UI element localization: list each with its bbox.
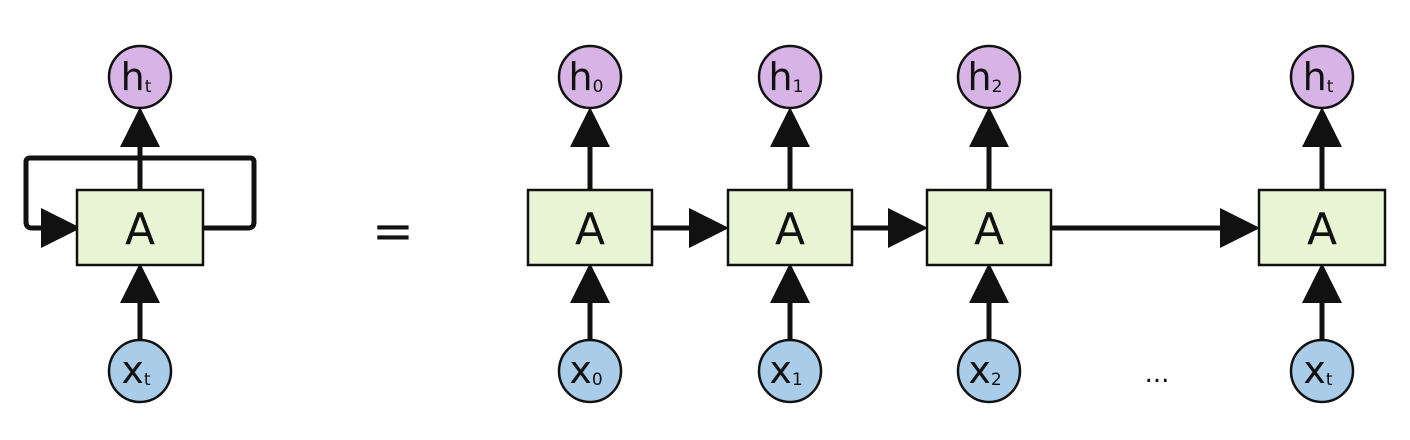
step-0-cell-label: A xyxy=(575,204,605,255)
step-t-output-node xyxy=(1289,44,1355,110)
step-0-input-label: x0 xyxy=(569,348,602,392)
step-1-output-node xyxy=(757,44,823,110)
step-t-output-label: ht xyxy=(1303,55,1334,99)
rolled-input-node xyxy=(107,338,173,404)
rolled-cell-box xyxy=(75,188,205,267)
step-2-cell-box xyxy=(925,188,1053,267)
recurrent-loop-arrow xyxy=(23,155,257,228)
step-1-input-label: x1 xyxy=(769,348,802,392)
step-0-cell-box xyxy=(526,188,654,267)
rolled-output-node xyxy=(107,44,173,110)
step-t: A ht xt xyxy=(1257,44,1387,404)
step-0-output-label: h0 xyxy=(569,55,604,99)
step-1-cell-label: A xyxy=(775,204,805,255)
unrolled-rnn: A h0 x0 A h1 x1 A h2 x2 xyxy=(526,44,1387,404)
equals-sign: = xyxy=(372,202,414,260)
step-0-input-node xyxy=(557,338,623,404)
step-2-output-node xyxy=(956,44,1022,110)
step-t-input-label: xt xyxy=(1303,348,1333,392)
step-2-input-label: x2 xyxy=(968,348,1001,392)
step-2: A h2 x2 xyxy=(925,44,1053,404)
step-t-cell-box xyxy=(1257,188,1387,267)
rolled-cell-label: A xyxy=(125,204,155,255)
rolled-rnn: A ht xt xyxy=(23,44,257,404)
step-1-input-node xyxy=(757,338,823,404)
step-1-cell-box xyxy=(726,188,854,267)
step-2-input-node xyxy=(956,338,1022,404)
rolled-input-label: xt xyxy=(121,348,151,392)
step-2-output-label: h2 xyxy=(968,55,1003,99)
step-1-output-label: h1 xyxy=(769,55,804,99)
step-2-cell-label: A xyxy=(974,204,1004,255)
step-0: A h0 x0 xyxy=(526,44,654,404)
ellipsis: ... xyxy=(1145,359,1170,389)
step-0-output-node xyxy=(557,44,623,110)
step-t-cell-label: A xyxy=(1307,204,1337,255)
step-t-input-node xyxy=(1289,338,1355,404)
rolled-output-label: ht xyxy=(121,55,152,99)
step-1: A h1 x1 xyxy=(726,44,854,404)
